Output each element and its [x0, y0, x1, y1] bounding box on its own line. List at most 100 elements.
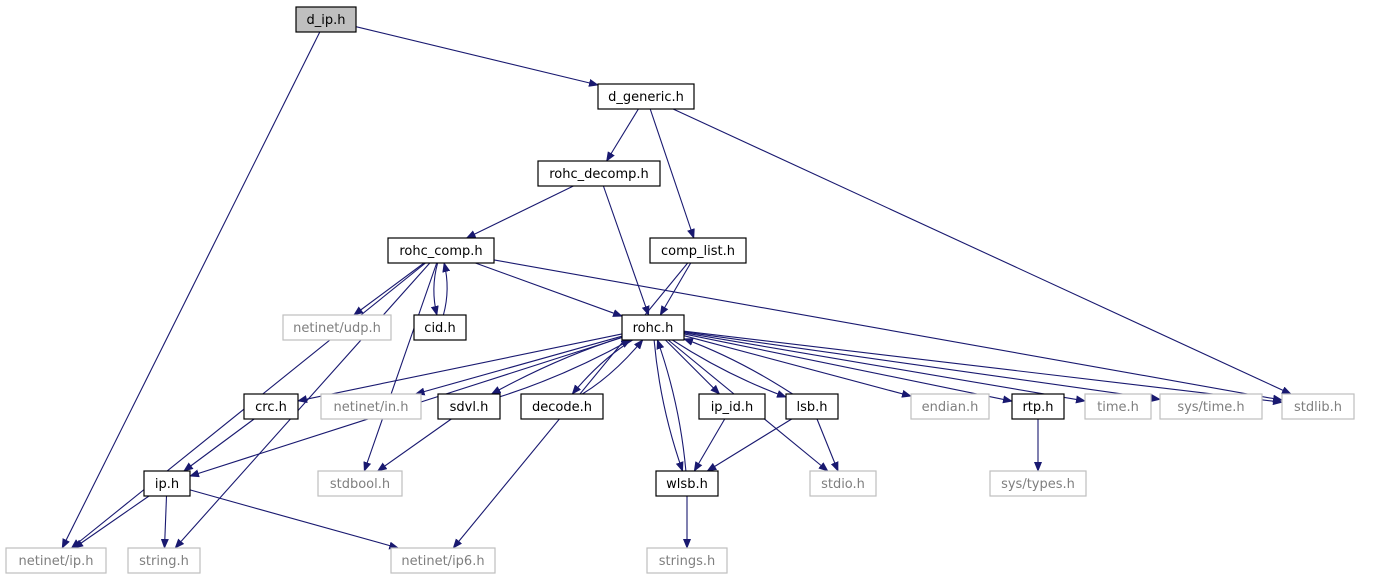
edge-rohc_comp-to-stdlib	[493, 259, 1283, 403]
node-label-d_ip: d_ip.h	[307, 13, 346, 28]
node-netinet_ip6: netinet/ip6.h	[390, 547, 496, 574]
edge-d_generic-to-stdlib	[672, 108, 1292, 395]
node-box-sdvl	[437, 393, 501, 420]
edge-rohc-to-endian	[683, 335, 912, 398]
edge-rohc-to-time	[683, 332, 1086, 404]
node-box-stdbool	[317, 470, 403, 497]
node-d_ip[interactable]: d_ip.h	[295, 6, 357, 33]
node-box-stdlib	[1281, 393, 1355, 420]
node-box-cid	[413, 314, 467, 341]
edge-rohc-to-decode	[571, 339, 633, 395]
node-layer: d_ip.h d_generic.h rohc_decomp.h rohc_comp.…	[5, 6, 1355, 574]
node-label-netinet_ip6: netinet/ip6.h	[401, 554, 484, 569]
edge-rohc-to-stdlib	[683, 330, 1283, 406]
node-label-sys_types: sys/types.h	[1001, 477, 1075, 492]
edge-rohc-to-rtp	[683, 333, 1013, 404]
node-box-rohc	[621, 314, 685, 341]
edge-lsb-to-stdio	[816, 418, 839, 472]
node-label-stdbool: stdbool.h	[330, 477, 390, 492]
node-box-crc	[243, 393, 299, 420]
edge-cid-to-rohc_comp	[442, 262, 451, 316]
node-label-rtp: rtp.h	[1022, 400, 1053, 415]
node-box-rtp	[1011, 393, 1065, 420]
node-cid[interactable]: cid.h	[413, 314, 467, 341]
edge-rohc_comp-to-netinet_udp	[353, 262, 425, 316]
edge-rohc_comp-to-stdbool	[363, 262, 438, 472]
node-label-cid: cid.h	[424, 321, 455, 336]
node-box-sys_time	[1159, 393, 1263, 420]
node-box-lsb	[785, 393, 839, 420]
node-rohc_decomp[interactable]: rohc_decomp.h	[537, 160, 661, 187]
node-box-string	[127, 547, 201, 574]
node-rohc[interactable]: rohc.h	[621, 314, 685, 341]
node-netinet_in: netinet/in.h	[320, 393, 422, 420]
node-wlsb[interactable]: wlsb.h	[655, 470, 719, 497]
edge-d_generic-to-comp_list	[649, 108, 695, 239]
edge-rohc_decomp-to-rohc_comp	[465, 185, 574, 239]
edge-ip-to-netinet_ip6	[189, 489, 400, 550]
node-sdvl[interactable]: sdvl.h	[437, 393, 501, 420]
node-label-netinet_in: netinet/in.h	[334, 400, 409, 415]
edge-rohc_decomp-to-rohc	[602, 185, 650, 316]
edge-lsb-to-wlsb	[706, 418, 792, 472]
edge-lsb-to-rohc	[683, 338, 793, 395]
node-box-sys_types	[989, 470, 1087, 497]
edge-sdvl-to-rohc	[499, 339, 632, 398]
edge-ip-to-string	[160, 495, 169, 549]
node-decode[interactable]: decode.h	[520, 393, 604, 420]
node-box-rohc_comp	[387, 237, 495, 264]
edge-rohc-to-sdvl	[490, 336, 623, 395]
node-box-stdio	[809, 470, 877, 497]
node-crc[interactable]: crc.h	[243, 393, 299, 420]
edge-rohc_comp-to-string	[174, 262, 431, 549]
node-stdlib: stdlib.h	[1281, 393, 1355, 420]
node-d_generic[interactable]: d_generic.h	[597, 83, 695, 110]
node-box-ip	[143, 470, 191, 497]
node-box-wlsb	[655, 470, 719, 497]
node-label-netinet_ip: netinet/ip.h	[19, 554, 94, 569]
node-box-decode	[520, 393, 604, 420]
node-label-rohc: rohc.h	[633, 321, 674, 336]
edge-rohc-to-ip_id	[665, 339, 721, 395]
node-label-ip: ip.h	[155, 477, 179, 492]
edge-rohc-to-wlsb	[653, 339, 684, 472]
edge-rohc_comp-to-cid	[430, 262, 439, 316]
node-label-comp_list: comp_list.h	[661, 244, 735, 259]
node-netinet_ip: netinet/ip.h	[5, 547, 107, 574]
node-box-d_generic	[597, 83, 695, 110]
edge-d_ip-to-netinet_ip	[61, 31, 321, 549]
edge-rohc-to-crc	[297, 333, 623, 403]
node-sys_time: sys/time.h	[1159, 393, 1263, 420]
node-lsb[interactable]: lsb.h	[785, 393, 839, 420]
edge-rohc-to-lsb	[672, 339, 787, 398]
node-label-netinet_udp: netinet/udp.h	[293, 321, 381, 336]
node-stdio: stdio.h	[809, 470, 877, 497]
node-strings: strings.h	[646, 547, 728, 574]
node-label-decode: decode.h	[532, 400, 592, 415]
node-label-time: time.h	[1097, 400, 1139, 415]
node-box-netinet_udp	[282, 314, 392, 341]
node-comp_list[interactable]: comp_list.h	[649, 237, 747, 264]
node-ip_id[interactable]: ip_id.h	[698, 393, 766, 420]
node-box-netinet_in	[320, 393, 422, 420]
node-box-endian	[910, 393, 990, 420]
node-label-crc: crc.h	[255, 400, 287, 415]
edge-ip_id-to-wlsb	[693, 418, 726, 472]
node-stdbool: stdbool.h	[317, 470, 403, 497]
node-ip[interactable]: ip.h	[143, 470, 191, 497]
node-rtp[interactable]: rtp.h	[1011, 393, 1065, 420]
node-box-time	[1084, 393, 1152, 420]
node-label-sys_time: sys/time.h	[1177, 400, 1244, 415]
node-label-lsb: lsb.h	[796, 400, 827, 415]
edge-wlsb-to-rohc	[656, 339, 687, 472]
edge-comp_list-to-rohc	[659, 262, 692, 316]
edge-sdvl-to-stdbool	[376, 418, 452, 472]
edge-crc-to-ip	[183, 418, 255, 472]
node-rohc_comp[interactable]: rohc_comp.h	[387, 237, 495, 264]
node-label-d_generic: d_generic.h	[608, 90, 684, 105]
edge-d_generic-to-rohc_decomp	[606, 108, 639, 162]
node-label-endian: endian.h	[922, 400, 979, 415]
node-box-netinet_ip6	[390, 547, 496, 574]
node-endian: endian.h	[910, 393, 990, 420]
